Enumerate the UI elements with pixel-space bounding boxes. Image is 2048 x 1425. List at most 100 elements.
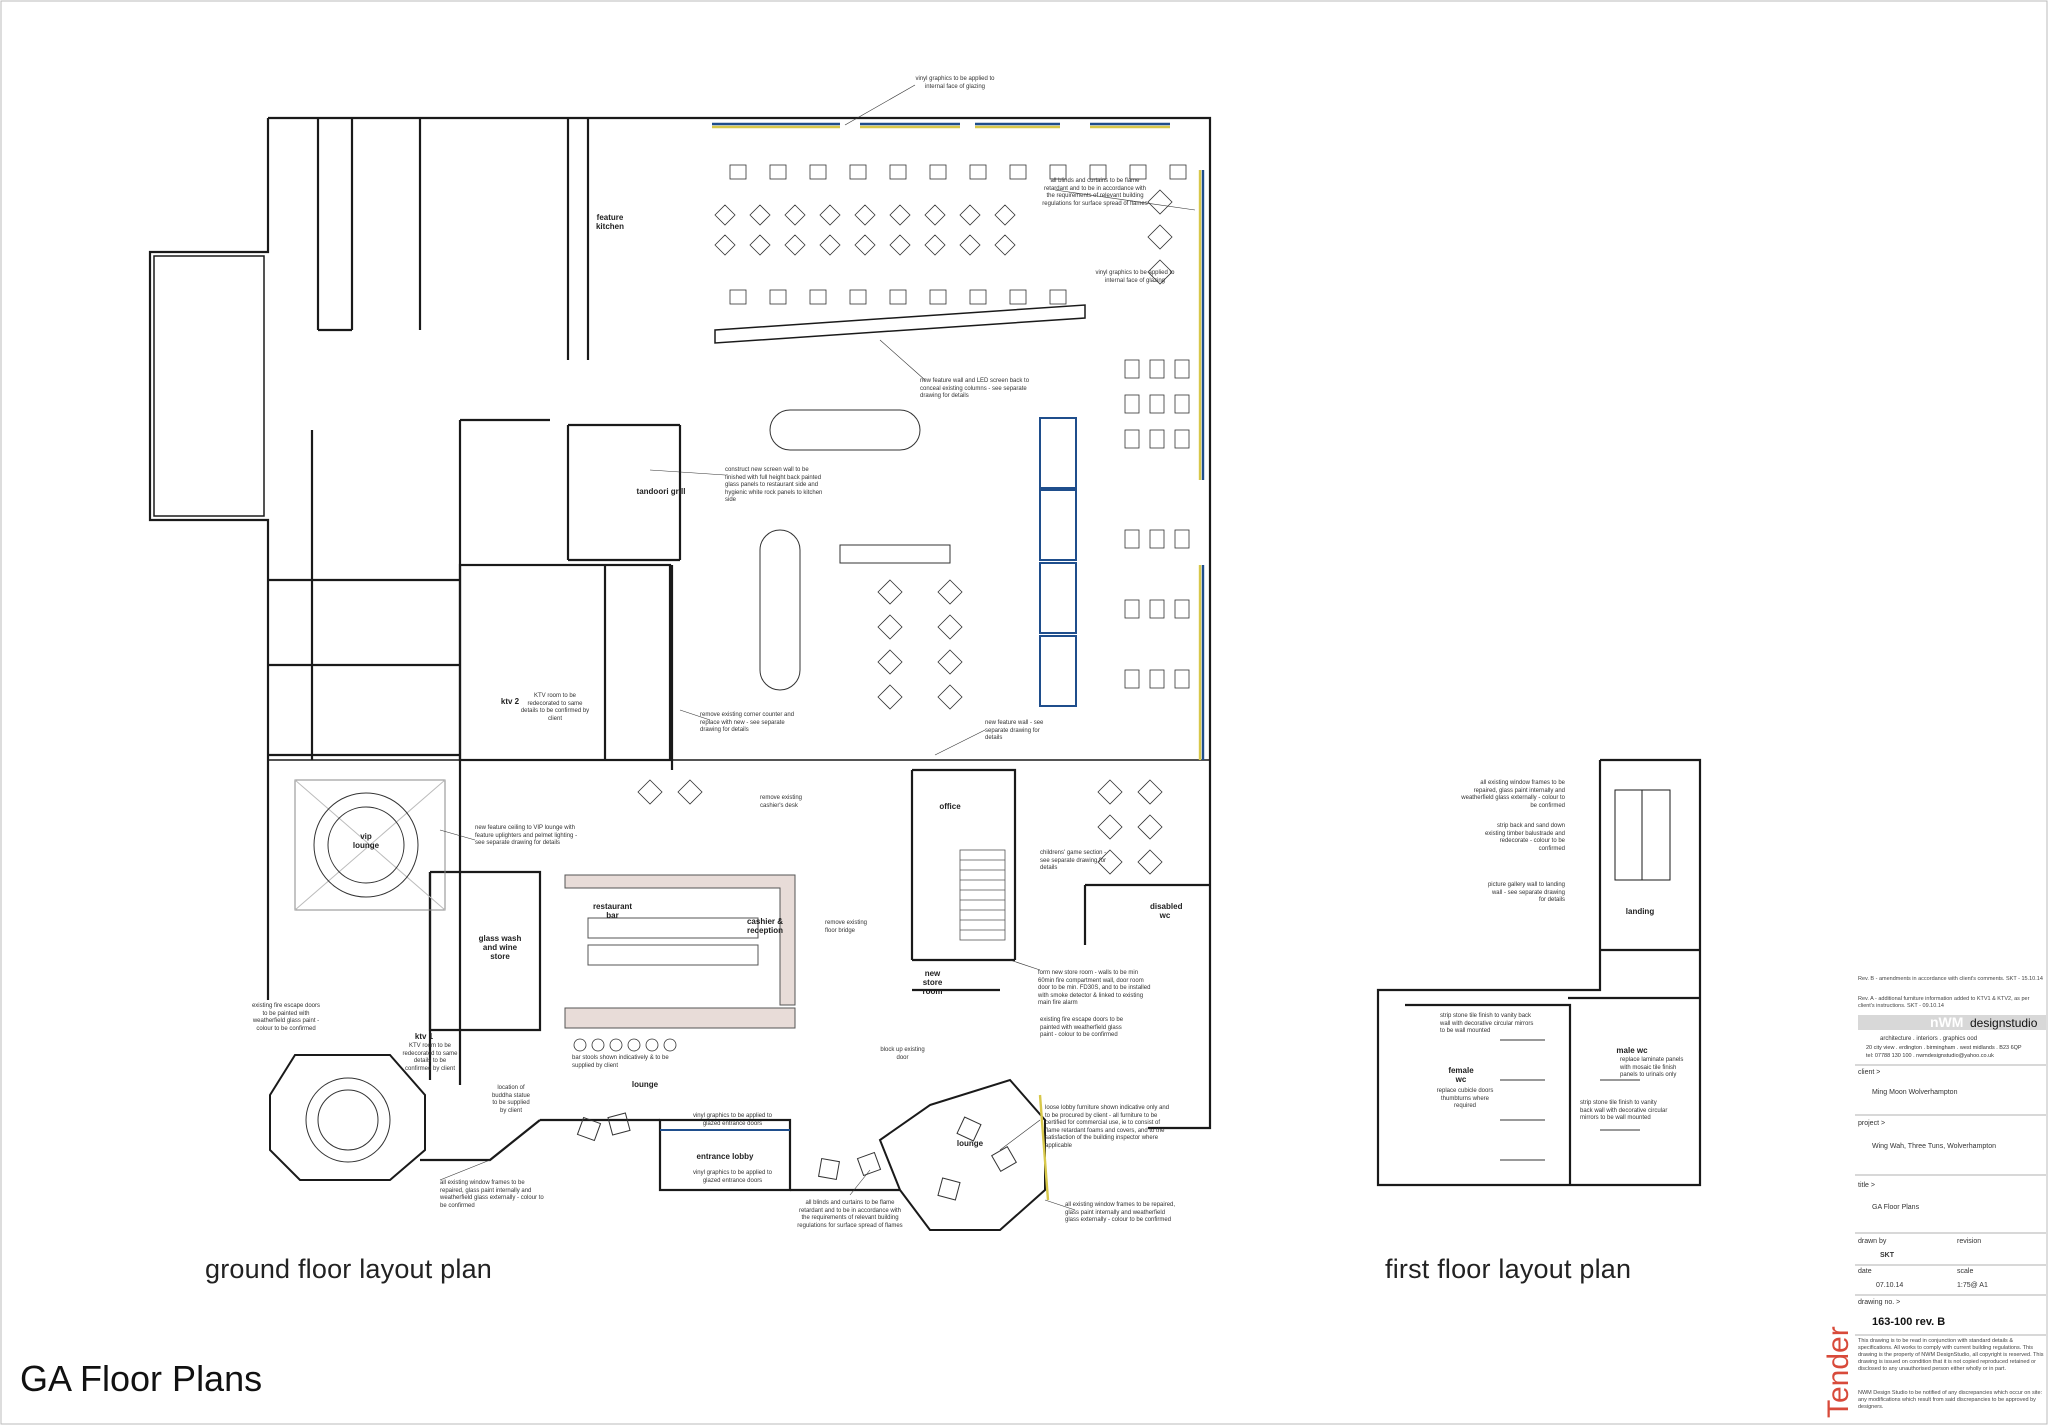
note-window-frames-right: all existing window frames to be repaire… [1065, 1202, 1176, 1223]
outer-wall-left [148, 118, 270, 1000]
outer-wall [268, 116, 1212, 1130]
project-value: Wing Wah, Three Tuns, Wolverhampton [1872, 1143, 1996, 1150]
restaurant-bar [564, 874, 796, 1029]
studio-logo-bar [1858, 1015, 2046, 1030]
note-form-store: form new store room - walls to be min 60… [1038, 970, 1151, 1006]
note-childrens-game: childrens' game section - see separate d… [1040, 850, 1107, 871]
bar-stools [573, 1038, 677, 1052]
disclaimer-1: This drawing is to be read in conjunctio… [1858, 1338, 2044, 1372]
note-ktv1: KTV room to be redecorated to same detai… [402, 1043, 458, 1072]
note-blinds-top: all blinds and curtains to be flame reta… [1042, 178, 1148, 207]
disclaimer-2: NWM Design Studio to be notified of any … [1858, 1390, 2043, 1410]
note-window-frames-bottom: all existing window frames to be repaire… [440, 1180, 544, 1209]
sheet-title: GA Floor Plans [20, 1358, 263, 1399]
note-ff-male: replace laminate panels with mosaic tile… [1620, 1057, 1684, 1078]
drawing-no-label: drawing no. > [1858, 1299, 1901, 1306]
ff-outer [1376, 758, 1702, 1187]
leader-lines [439, 84, 1196, 1211]
note-remove-desk: remove existing cashier's desk [760, 795, 803, 809]
ground-floor-plan [148, 116, 1212, 1231]
room-cashier-reception: cashier & reception [746, 917, 784, 935]
note-ff-vanity-m: strip stone tile finish to vanity back w… [1580, 1100, 1668, 1121]
rect-tables [729, 164, 1190, 689]
client-value: Ming Moon Wolverhampton [1872, 1089, 1958, 1096]
note-vinyl-lobby: vinyl graphics to be applied to glazed e… [692, 1113, 773, 1127]
room-female-wc: female wc [1448, 1066, 1474, 1084]
screen-panels [1039, 417, 1077, 707]
note-new-feature-wall: new feature wall - see separate drawing … [985, 720, 1044, 741]
lounge-chairs [576, 1112, 1017, 1201]
room-glass-wash: glass wash and wine store [478, 934, 522, 961]
date-label: date [1858, 1268, 1872, 1275]
studio-contact: tel: 07788 130 100 . nwmdesignstudio@yah… [1866, 1053, 1994, 1059]
tender-stamp: Tender [1822, 1326, 1855, 1418]
note-ff-cubicle: replace cubicle doors thumbturns where r… [1436, 1088, 1494, 1109]
title-block-frame [1855, 1064, 2046, 1336]
room-feature-kitchen: feature kitchen [595, 213, 624, 231]
entrance-lobby-walls [658, 1118, 792, 1192]
scale-label: scale [1957, 1268, 1974, 1275]
note-bar-stools: bar stools shown indicatively & to be su… [572, 1055, 669, 1069]
ktv1-table [305, 1077, 391, 1163]
note-remove-bridge: remove existing floor bridge [825, 920, 868, 934]
drawn-by-value: SKT [1880, 1252, 1894, 1259]
note-ff-vanity-f: strip stone tile finish to vanity back w… [1440, 1013, 1534, 1034]
room-entrance-lobby: entrance lobby [696, 1152, 754, 1161]
dining-tables [637, 189, 1173, 875]
annex-wall [153, 255, 265, 517]
feature-wall-led [714, 304, 1086, 344]
room-new-store: new store room [922, 969, 943, 996]
title-label: title > [1858, 1182, 1875, 1189]
revision-b-note: Rev. B - amendments in accordance with c… [1858, 976, 2043, 982]
ff-cubicles [1500, 1039, 1640, 1161]
room-disabled-wc: disabled wc [1150, 902, 1183, 920]
banquettes [759, 409, 951, 691]
first-floor-plan [1376, 758, 1702, 1187]
room-lounge-mid: lounge [631, 1080, 659, 1089]
note-feature-wall: new feature wall and LED screen back to … [920, 378, 1030, 399]
vip-table [294, 779, 446, 911]
note-loose-furniture: loose lobby furniture shown indicative o… [1045, 1105, 1170, 1149]
room-vip-lounge: vip lounge [352, 832, 380, 850]
room-lounge-right: lounge [956, 1139, 984, 1148]
room-office: office [939, 802, 961, 811]
note-screen-wall: construct new screen wall to be finished… [725, 467, 823, 503]
ktv2-walls [458, 563, 672, 762]
studio-logo-text: designstudio [1970, 1016, 2038, 1030]
note-ff-strip: strip back and sand down existing timber… [1484, 823, 1565, 852]
date-value: 07.10.14 [1876, 1282, 1904, 1289]
first-floor-title: first floor layout plan [1385, 1254, 1632, 1284]
note-vinyl-top: vinyl graphics to be applied to internal… [915, 76, 995, 90]
note-ktv-room: KTV room to be redecorated to same detai… [520, 693, 590, 722]
note-fire-doors: existing fire escape doors to be painted… [1040, 1017, 1124, 1038]
office-stair [959, 849, 1006, 941]
revision-a-note: Rev. A - additional furniture informatio… [1858, 996, 2030, 1009]
note-ff-picture: picture gallery wall to landing wall - s… [1487, 882, 1565, 903]
room-ktv2: ktv 2 [500, 697, 520, 706]
note-buddha: location of buddha statue to be supplied… [491, 1085, 531, 1114]
note-blinds-bottom: all blinds and curtains to be flame reta… [797, 1200, 903, 1229]
lounge-octagon [878, 1078, 1046, 1231]
note-vinyl-right: vinyl graphics to be applied to internal… [1095, 270, 1175, 284]
note-vinyl-lobby2: vinyl graphics to be applied to glazed e… [692, 1170, 773, 1184]
title-value: GA Floor Plans [1872, 1204, 1920, 1211]
room-landing: landing [1625, 907, 1655, 916]
studio-tagline: architecture . interiors . graphics ood [1880, 1036, 1978, 1042]
note-feature-ceiling: new feature ceiling to VIP lounge with f… [475, 825, 578, 846]
note-remove-counter: remove existing corner counter and repla… [700, 712, 795, 733]
room-ktv1: ktv 1 [414, 1032, 434, 1041]
note-block-up: block up existing door [880, 1047, 925, 1061]
client-label: client > [1858, 1069, 1881, 1076]
ground-floor-title: ground floor layout plan [205, 1254, 492, 1284]
scale-value: 1:75@ A1 [1957, 1282, 1988, 1289]
glazing [712, 122, 1205, 1201]
note-window-left: existing fire escape doors to be painted… [251, 1003, 321, 1032]
studio-address: 20 city view . erdington . birmingham . … [1866, 1045, 2022, 1051]
studio-logo-mark: nWM [1930, 1014, 1964, 1030]
room-tandoori-grill: tandoori grill [636, 487, 686, 496]
room-restaurant-bar: restaurant bar [592, 902, 633, 920]
note-ff-window: all existing window frames to be repaire… [1461, 780, 1565, 809]
project-label: project > [1858, 1120, 1886, 1127]
